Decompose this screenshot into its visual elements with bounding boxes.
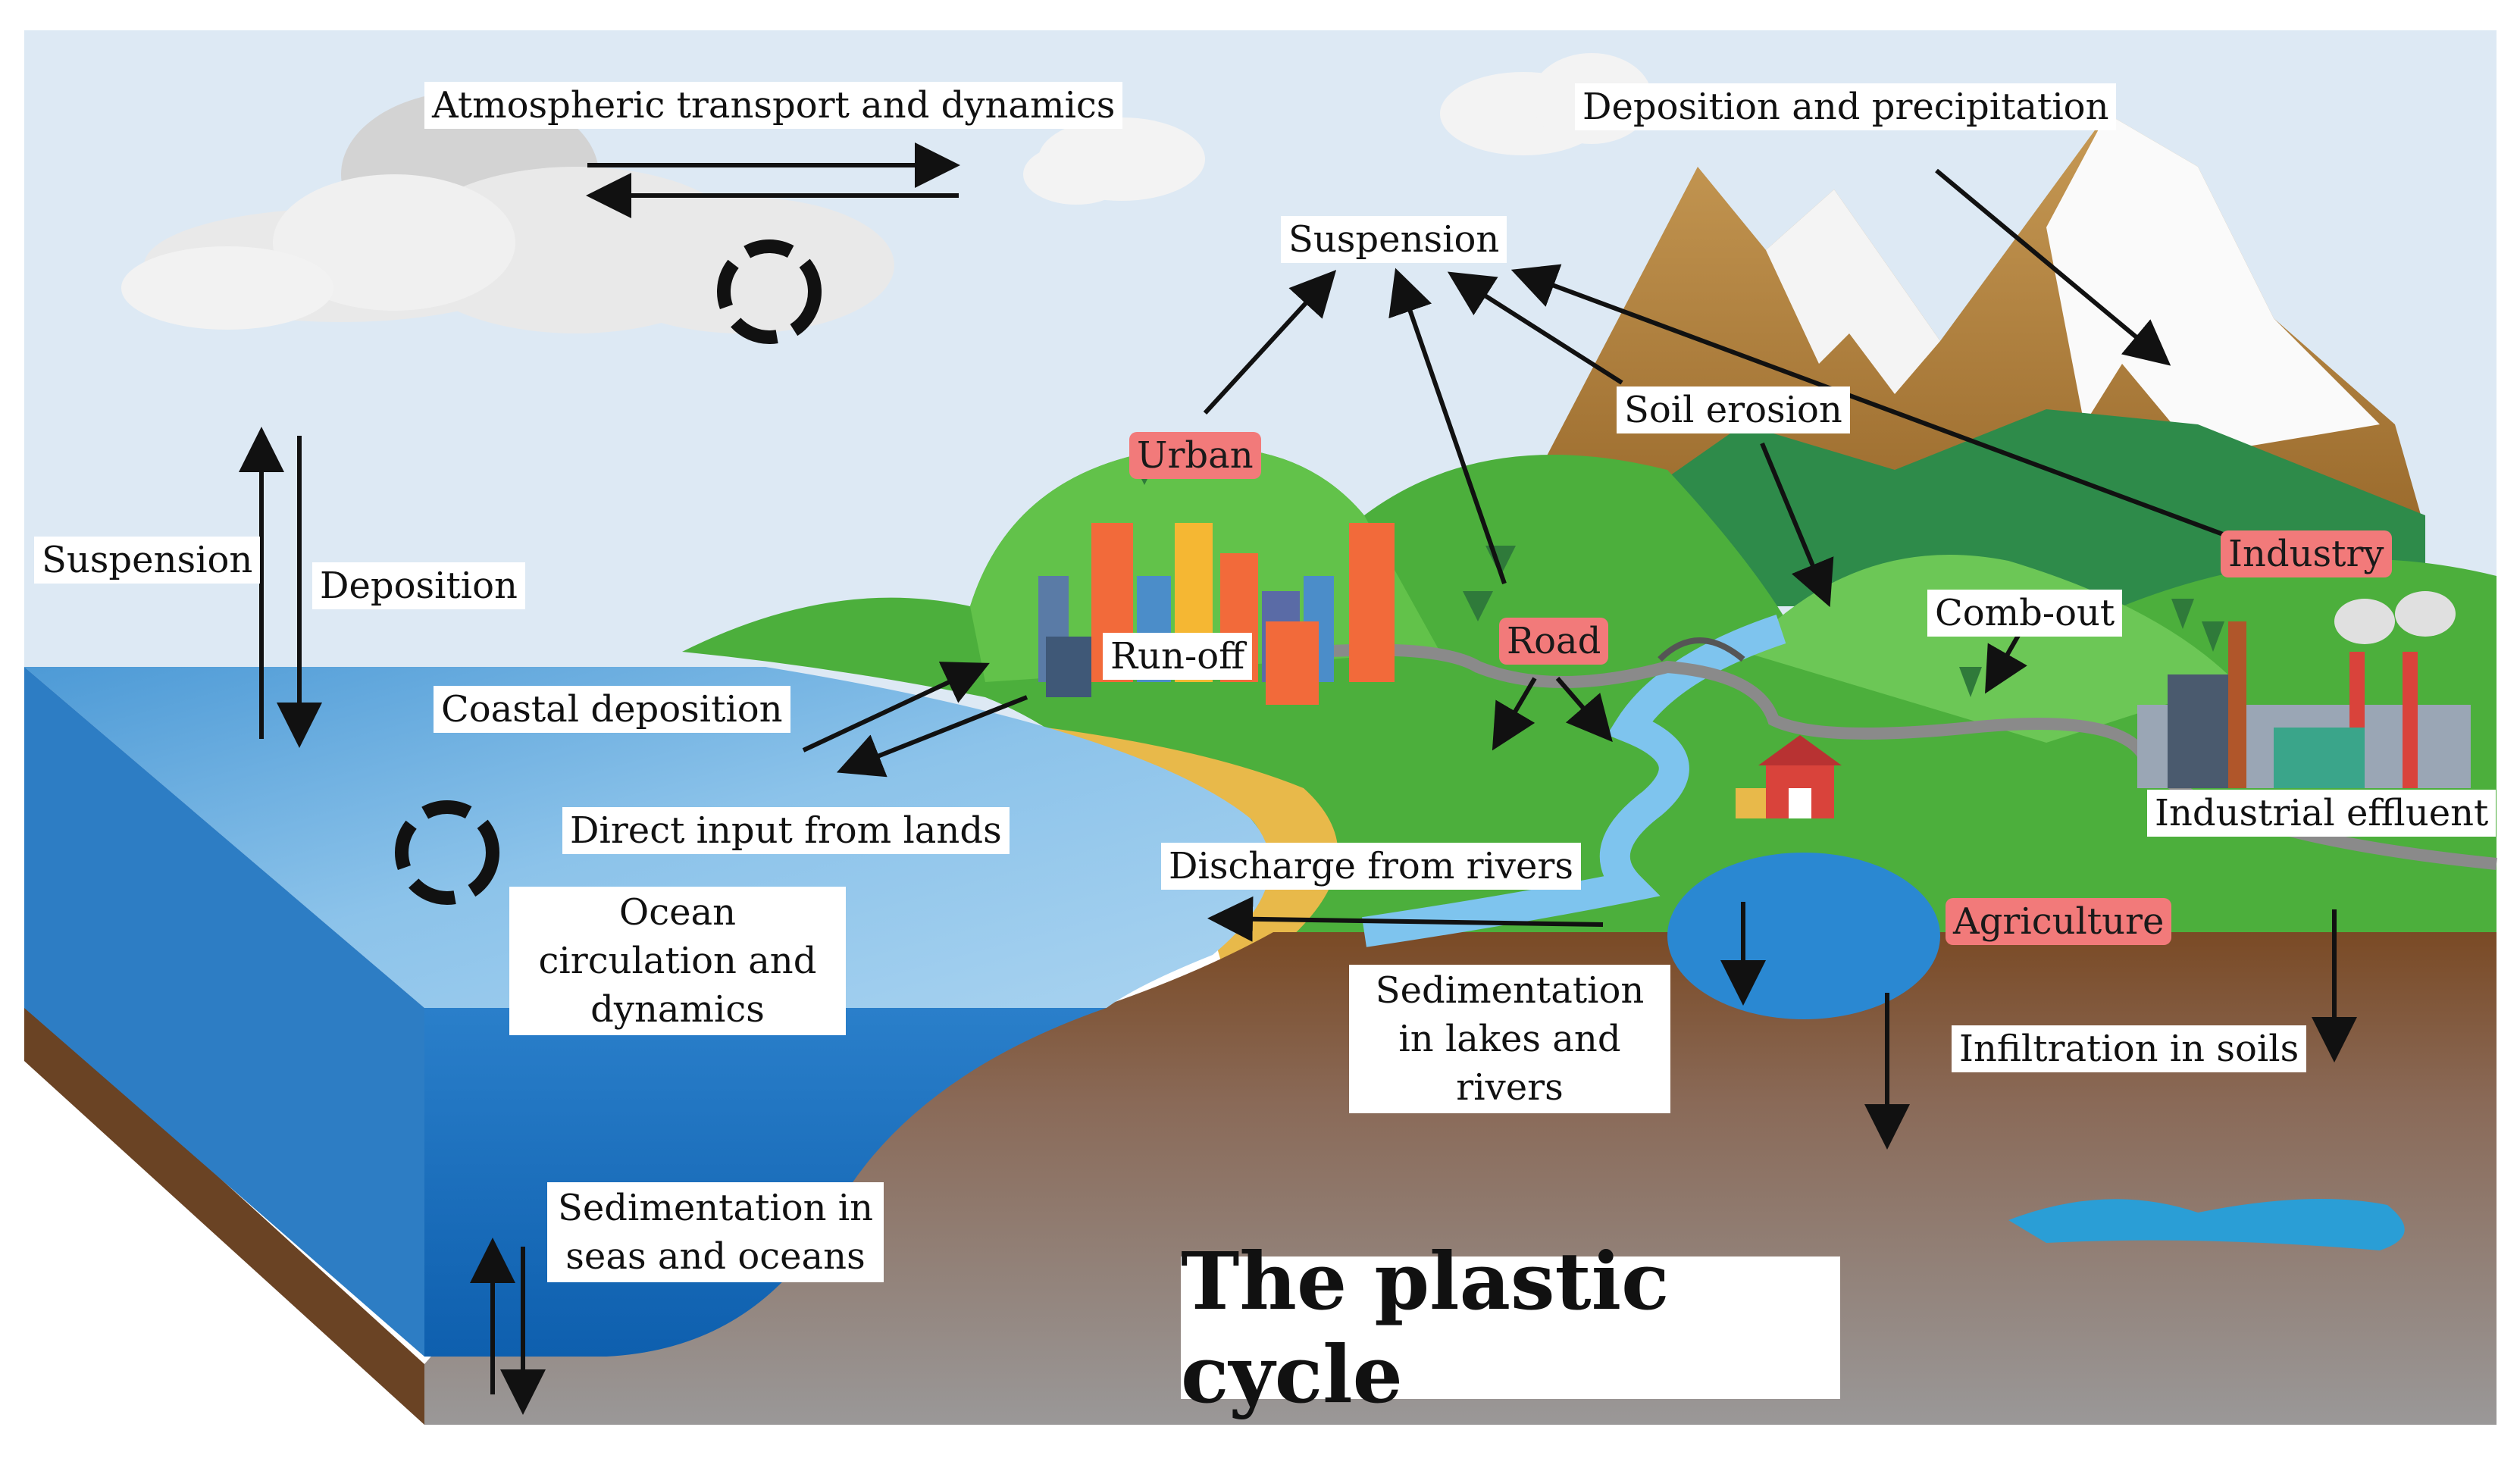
- label-urban: Urban: [1129, 432, 1261, 479]
- label-coastal-deposition: Coastal deposition: [434, 686, 790, 733]
- lake: [1667, 853, 1940, 1019]
- label-infiltration-soils: Infiltration in soils: [1952, 1025, 2307, 1072]
- farm: [1736, 735, 1842, 818]
- label-comb-out: Comb-out: [1927, 590, 2123, 637]
- label-suspension-top: Suspension: [1281, 216, 1507, 263]
- river: [1362, 615, 1786, 947]
- cloud-small-center: [1023, 117, 1205, 205]
- label-sedimentation-lakes: Sedimentation in lakes and rivers: [1349, 965, 1670, 1113]
- flow-arrows: [239, 142, 2357, 1415]
- label-road: Road: [1499, 618, 1609, 665]
- factory: [2137, 591, 2471, 788]
- label-suspension-left: Suspension: [34, 537, 261, 584]
- beach: [765, 705, 1338, 985]
- label-run-off: Run-off: [1103, 633, 1253, 680]
- label-industry: Industry: [2221, 530, 2392, 577]
- ocean-side: [24, 667, 424, 1357]
- soil-left-side: [24, 1000, 424, 1425]
- diagram-title: The plastic cycle: [1181, 1235, 1840, 1421]
- label-sedimentation-seas: Sedimentation in seas and oceans: [547, 1182, 884, 1282]
- label-atmospheric-transport: Atmospheric transport and dynamics: [424, 82, 1123, 129]
- bridge: [1658, 637, 1745, 662]
- label-deposition-left: Deposition: [312, 562, 525, 609]
- label-deposition-precipitation: Deposition and precipitation: [1575, 83, 2117, 130]
- label-ocean-circulation: Ocean circulation and dynamics: [509, 887, 846, 1035]
- label-agriculture: Agriculture: [1946, 898, 2172, 945]
- label-industrial-effluent: Industrial effluent: [2147, 790, 2497, 837]
- label-soil-erosion: Soil erosion: [1617, 386, 1850, 433]
- groundwater: [2008, 1199, 2405, 1250]
- atmosphere-circulation-icon: [717, 239, 822, 344]
- label-discharge-rivers: Discharge from rivers: [1161, 843, 1581, 890]
- label-direct-input: Direct input from lands: [562, 807, 1010, 854]
- ocean-circulation-icon: [395, 800, 499, 905]
